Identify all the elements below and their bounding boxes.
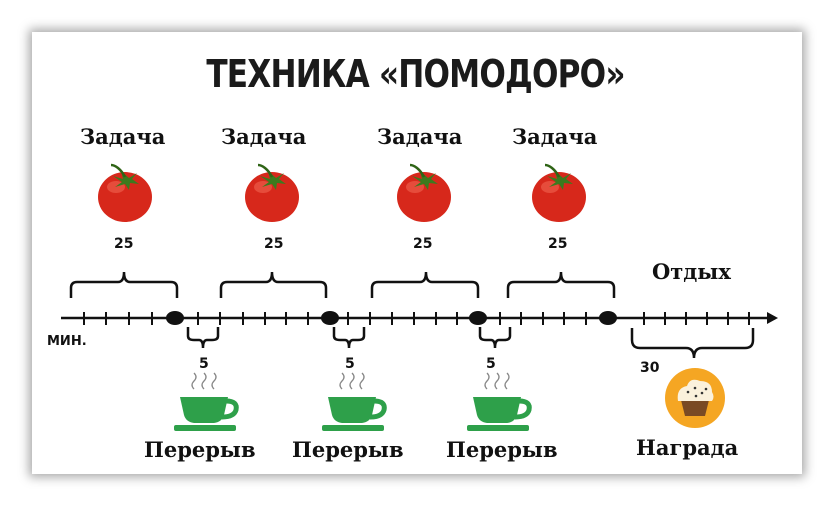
task-label-3: Задача (377, 124, 463, 149)
break-label-3: Перерыв (446, 437, 558, 462)
coffee-cup-icon (322, 373, 384, 431)
break-minutes-3: 5 (486, 356, 496, 372)
task-minutes-4: 25 (548, 236, 568, 252)
diagram-title: ТЕХНИКА «ПОМОДОРО» (206, 52, 625, 96)
tomato-icon (395, 163, 453, 224)
task-brace-3 (370, 271, 480, 298)
timeline-marker (166, 311, 184, 325)
axis-unit-label: МИН. (47, 334, 87, 349)
timeline-marker (599, 311, 617, 325)
coffee-cup-icon (174, 373, 236, 431)
break-label-1: Перерыв (144, 437, 256, 462)
task-brace-2 (219, 271, 328, 298)
task-brace-1 (69, 271, 179, 298)
break-brace-3 (478, 327, 512, 349)
task-minutes-2: 25 (264, 236, 284, 252)
break-label-2: Перерыв (292, 437, 404, 462)
rest-label: Отдых (652, 259, 731, 284)
tomato-icon (530, 163, 588, 224)
break-minutes-2: 5 (345, 356, 355, 372)
cupcake-icon (665, 368, 725, 428)
tomato-icon (243, 163, 301, 224)
break-minutes-1: 5 (199, 356, 209, 372)
timeline-ticks (83, 312, 750, 325)
coffee-cup-icon (467, 373, 529, 431)
break-brace-1 (186, 327, 220, 349)
timeline-marker (321, 311, 339, 325)
tomato-icon (96, 163, 154, 224)
task-label-4: Задача (512, 124, 598, 149)
task-label-1: Задача (80, 124, 166, 149)
reward-label: Награда (636, 435, 739, 460)
task-minutes-3: 25 (413, 236, 433, 252)
timeline-arrowhead (767, 312, 778, 324)
break-brace-2 (332, 327, 366, 349)
rest-brace (630, 328, 755, 359)
task-minutes-1: 25 (114, 236, 134, 252)
timeline-marker (469, 311, 487, 325)
task-brace-4 (506, 271, 616, 298)
task-label-2: Задача (221, 124, 307, 149)
rest-minutes: 30 (640, 360, 660, 376)
